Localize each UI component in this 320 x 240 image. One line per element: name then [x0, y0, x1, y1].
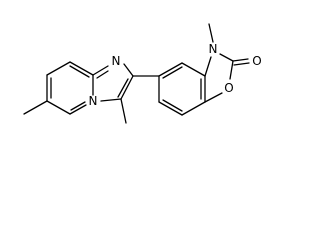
bond-c8-c7 [46, 61, 71, 76]
bond-c3-methyl [120, 98, 127, 124]
bond-c2-o1 [229, 60, 234, 80]
bond-b5-b6-inner [162, 99, 183, 112]
bond-c2-o-carbonyl [232, 58, 249, 62]
bond-c5-n4 [69, 104, 87, 115]
bond-c7a-n1 [92, 65, 109, 76]
atom-label-o-carbonyl: O [252, 54, 261, 68]
bond-b1-b2 [158, 62, 183, 77]
bond-c2-c3-inner [117, 78, 129, 98]
bond-c2-c3 [120, 75, 134, 100]
atom-label-n-bridgehead: N [89, 94, 98, 108]
bond-n1-c2 [123, 63, 134, 77]
bond-b1-b2-inner [162, 66, 183, 79]
bond-c2-o-carbonyl-double [233, 62, 250, 66]
bond-c6-c5 [46, 100, 71, 115]
atom-label-o-ring: O [224, 81, 233, 95]
structure-diagram: N N N O O [23, 23, 262, 124]
pyridine-ring [23, 61, 94, 115]
bond-b2-b3 [181, 62, 206, 77]
atom-label-n-oxazolone: N [209, 42, 218, 56]
bond-c7a-n1-inner [96, 70, 109, 79]
bond-n3-c2 [219, 53, 234, 62]
bond-c5-n4-inner [70, 101, 86, 111]
bond-n3-methyl [208, 23, 214, 43]
bond-o1-b4 [204, 92, 223, 103]
atom-labels: N N N O O [89, 42, 262, 108]
bond-c8-c8-inner [69, 65, 90, 78]
bond-b5-b6 [158, 101, 183, 116]
bond-b4-b5 [181, 101, 206, 116]
bond-c3-n4 [100, 98, 122, 102]
atom-label-n-imidazole: N [112, 54, 121, 68]
bond-c6-methyl [23, 100, 48, 115]
bond-b3-n3 [204, 56, 212, 77]
imidazole-ring [92, 63, 134, 124]
benzene-ring [158, 62, 206, 116]
bond-c7a-c8 [69, 61, 94, 76]
oxazolone-ring [204, 23, 250, 103]
